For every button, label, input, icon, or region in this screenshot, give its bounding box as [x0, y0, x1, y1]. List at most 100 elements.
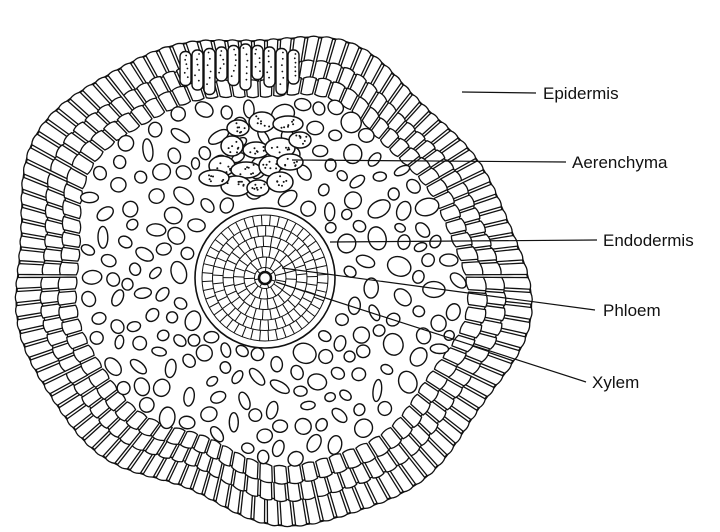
aerenchyma-dot [276, 146, 278, 148]
epidermis-cell [501, 277, 530, 289]
palisade-dot [255, 49, 257, 51]
aerenchyma-dot [283, 181, 285, 183]
aerenchyma-dot [209, 178, 211, 180]
aerenchyma-dot [287, 124, 289, 126]
aerenchyma-cell [249, 112, 275, 132]
palisade-dot [207, 64, 209, 66]
palisade-dot [266, 71, 268, 73]
palisade-dot [219, 67, 221, 69]
palisade-dot [220, 54, 222, 56]
aerenchyma-dot [236, 122, 238, 124]
xylem-vessel [259, 272, 271, 284]
palisade-dot [281, 64, 283, 66]
aerenchyma-cell [273, 116, 303, 132]
aerenchyma-dot [287, 149, 289, 151]
aerenchyma-dot [257, 118, 259, 120]
aerenchyma-dot [262, 164, 264, 166]
label-aerenchyma: Aerenchyma [572, 153, 668, 172]
cortex-cell [440, 254, 458, 266]
cortex-cell [272, 420, 287, 433]
aerenchyma-dot [287, 158, 289, 160]
epidermis-cell [16, 277, 43, 288]
aerenchyma-dot [292, 123, 294, 125]
aerenchyma-dot [216, 167, 218, 169]
palisade-dot [246, 72, 248, 74]
aerenchyma-dot [293, 119, 295, 121]
aerenchyma-dot [250, 173, 252, 175]
aerenchyma-dot [254, 147, 256, 149]
palisade-cell [204, 49, 215, 95]
cortex-ring-cell [245, 459, 258, 479]
aerenchyma-dot [238, 181, 240, 183]
aerenchyma-dot [236, 130, 238, 132]
palisade-dot [295, 53, 297, 55]
stele-wall [234, 277, 245, 278]
palisade-dot [268, 55, 270, 57]
stele-wall [286, 279, 297, 280]
palisade-dot [223, 63, 225, 65]
aerenchyma-dot [243, 184, 245, 186]
aerenchyma-dot [279, 175, 281, 177]
cortex-ring-cell [466, 277, 486, 291]
aerenchyma-dot [253, 188, 255, 190]
aerenchyma-dot [222, 179, 224, 181]
epidermis-cell [503, 291, 532, 304]
palisade-cell [288, 50, 299, 84]
aerenchyma-dot [278, 184, 280, 186]
aerenchyma-dot [256, 187, 258, 189]
label-phloem: Phloem [603, 301, 661, 320]
cortex-cell [344, 351, 355, 362]
aerenchyma-dot [281, 185, 283, 187]
aerenchyma-dot [269, 161, 271, 163]
palisade-dot [246, 79, 248, 81]
cortex-ring-cell [485, 291, 506, 305]
palisade-dot [254, 53, 256, 55]
aerenchyma-dot [281, 127, 283, 129]
aerenchyma-dot [264, 125, 266, 127]
cortex-cell [307, 121, 324, 135]
palisade-cell [240, 44, 251, 90]
cortex-ring-cell [61, 247, 80, 261]
aerenchyma-dot [238, 126, 240, 128]
palisade-dot [231, 75, 233, 77]
stele-wall [268, 320, 269, 331]
label-endodermis: Endodermis [603, 231, 694, 250]
palisade-dot [268, 61, 270, 63]
aerenchyma-dot [210, 175, 212, 177]
cortex-cell [356, 344, 370, 358]
aerenchyma-cell [289, 132, 311, 148]
aerenchyma-dot [304, 140, 306, 142]
cortex-ring-cell [465, 307, 485, 323]
aerenchyma-dot [266, 164, 268, 166]
palisade-dot [259, 62, 261, 64]
palisade-dot [282, 77, 284, 79]
palisade-dot [220, 50, 222, 52]
palisade-dot [268, 50, 270, 52]
cortex-cell [229, 413, 238, 432]
aerenchyma-dot [236, 151, 238, 153]
aerenchyma-dot [237, 148, 239, 150]
aerenchyma-dot [210, 180, 212, 182]
cortex-ring-cell [287, 481, 301, 501]
aerenchyma-dot [231, 145, 233, 147]
cortex-cell [313, 145, 328, 156]
palisade-dot [185, 63, 187, 65]
aerenchyma-dot [269, 167, 271, 169]
aerenchyma-dot [257, 189, 259, 191]
cortex-ring-cell [232, 452, 245, 473]
palisade-dot [259, 70, 261, 72]
palisade-dot [197, 64, 199, 66]
palisade-dot [294, 70, 296, 72]
palisade-dot [247, 60, 249, 62]
aerenchyma-dot [299, 137, 301, 139]
palisade-dot [246, 66, 248, 68]
epidermis-cell [254, 495, 265, 523]
aerenchyma-dot [255, 115, 257, 117]
palisade-dot [294, 57, 296, 59]
palisade-dot [295, 75, 297, 77]
palisade-dot [259, 57, 261, 59]
aerenchyma-dot [254, 153, 256, 155]
aerenchyma-dot [219, 162, 221, 164]
palisade-dot [196, 58, 198, 60]
palisade-dot [294, 66, 296, 68]
